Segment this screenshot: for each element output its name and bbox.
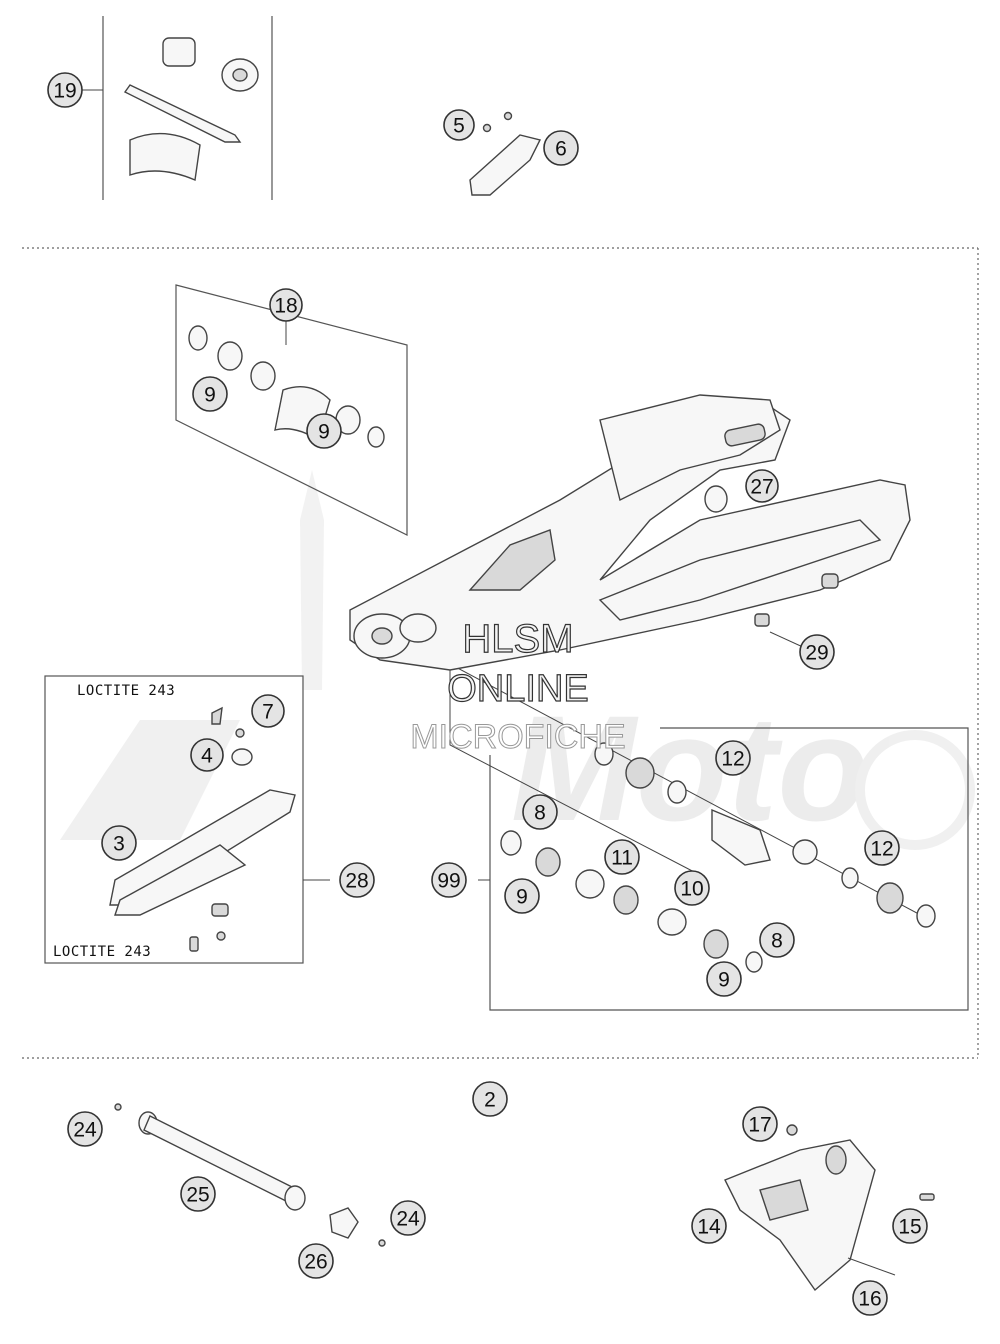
frame-chain-slider bbox=[44, 675, 304, 964]
loctite-note-top: LOCTITE 243 bbox=[77, 683, 175, 699]
svg-text:9: 9 bbox=[718, 969, 730, 992]
callout-16[interactable]: 16 bbox=[852, 1280, 888, 1316]
watermark-line-2: ONLINE bbox=[447, 668, 588, 710]
frame-bushing-kit bbox=[102, 16, 273, 200]
pivot-parts[interactable] bbox=[500, 742, 936, 973]
svg-text:99: 99 bbox=[437, 870, 460, 893]
svg-text:17: 17 bbox=[748, 1114, 771, 1137]
callout-24b[interactable]: 24 bbox=[390, 1200, 426, 1236]
callout-15[interactable]: 15 bbox=[892, 1208, 928, 1244]
svg-text:9: 9 bbox=[204, 384, 216, 407]
callout-3[interactable]: 3 bbox=[101, 825, 137, 861]
chain-guide-plate[interactable] bbox=[469, 111, 542, 196]
callout-11[interactable]: 11 bbox=[604, 839, 640, 875]
callout-19[interactable]: 19 bbox=[47, 72, 83, 108]
watermark-brand-text: Moto bbox=[511, 684, 869, 852]
callout-9a[interactable]: 9 bbox=[192, 376, 228, 412]
callout-18[interactable]: 18 bbox=[269, 288, 303, 322]
callout-26[interactable]: 26 bbox=[298, 1243, 334, 1279]
callout-10[interactable]: 10 bbox=[674, 870, 710, 906]
swingarm-axle[interactable] bbox=[114, 1103, 386, 1247]
callout-17[interactable]: 17 bbox=[742, 1106, 778, 1142]
svg-text:9: 9 bbox=[318, 421, 330, 444]
chain-guide[interactable] bbox=[724, 1124, 935, 1292]
svg-text:3: 3 bbox=[113, 833, 125, 856]
svg-text:10: 10 bbox=[680, 878, 703, 901]
svg-text:24: 24 bbox=[73, 1119, 97, 1142]
svg-text:29: 29 bbox=[805, 642, 828, 665]
callout-28[interactable]: 28 bbox=[339, 862, 375, 898]
svg-text:4: 4 bbox=[201, 745, 213, 768]
bushing-kit-parts[interactable] bbox=[123, 37, 259, 182]
svg-text:7: 7 bbox=[262, 701, 274, 724]
callout-8b[interactable]: 8 bbox=[759, 922, 795, 958]
leader-29 bbox=[769, 631, 806, 649]
background-watermark: Moto bbox=[60, 470, 975, 852]
svg-text:19: 19 bbox=[53, 80, 76, 103]
callout-14[interactable]: 14 bbox=[691, 1208, 727, 1244]
loctite-note-bottom: LOCTITE 243 bbox=[53, 944, 151, 960]
callout-2[interactable]: 2 bbox=[472, 1081, 508, 1117]
svg-text:6: 6 bbox=[555, 138, 567, 161]
bearing-kit-parts[interactable] bbox=[188, 325, 385, 448]
callout-25[interactable]: 25 bbox=[180, 1176, 216, 1212]
svg-text:28: 28 bbox=[345, 870, 368, 893]
callout-99[interactable]: 99 bbox=[431, 862, 467, 898]
svg-text:5: 5 bbox=[453, 115, 465, 138]
svg-text:27: 27 bbox=[750, 476, 773, 499]
svg-text:18: 18 bbox=[274, 295, 297, 318]
svg-text:11: 11 bbox=[611, 847, 633, 870]
callout-12b[interactable]: 12 bbox=[864, 830, 900, 866]
hlsm-watermark: HLSM ONLINE MICROFICHE bbox=[410, 616, 626, 756]
callout-6[interactable]: 6 bbox=[543, 130, 579, 166]
callout-9b[interactable]: 9 bbox=[306, 413, 342, 449]
svg-text:14: 14 bbox=[697, 1216, 721, 1239]
callout-5[interactable]: 5 bbox=[443, 109, 475, 141]
svg-text:15: 15 bbox=[898, 1216, 921, 1239]
callout-7[interactable]: 7 bbox=[251, 694, 285, 728]
svg-text:16: 16 bbox=[858, 1288, 881, 1311]
svg-text:9: 9 bbox=[516, 886, 528, 909]
chain-slider[interactable] bbox=[109, 706, 296, 952]
svg-text:12: 12 bbox=[721, 748, 744, 771]
svg-text:8: 8 bbox=[534, 802, 546, 825]
callout-8a[interactable]: 8 bbox=[522, 794, 558, 830]
svg-text:2: 2 bbox=[484, 1089, 496, 1112]
svg-text:25: 25 bbox=[186, 1184, 209, 1207]
svg-text:24: 24 bbox=[396, 1208, 420, 1231]
callout-24a[interactable]: 24 bbox=[67, 1111, 103, 1147]
callout-4[interactable]: 4 bbox=[190, 738, 224, 772]
callout-27[interactable]: 27 bbox=[745, 469, 779, 503]
svg-text:8: 8 bbox=[771, 930, 783, 953]
callout-9c[interactable]: 9 bbox=[504, 878, 540, 914]
swingarm[interactable] bbox=[349, 394, 911, 671]
frame-bearing-kit bbox=[175, 284, 408, 536]
frame-pivot-parts bbox=[489, 727, 969, 1011]
svg-text:26: 26 bbox=[304, 1251, 327, 1274]
watermark-line-3: MICROFICHE bbox=[410, 718, 625, 756]
callout-12a[interactable]: 12 bbox=[715, 740, 751, 776]
callout-29[interactable]: 29 bbox=[799, 634, 835, 670]
watermark-line-1: HLSM bbox=[462, 617, 573, 661]
callout-9d[interactable]: 9 bbox=[706, 961, 742, 997]
svg-text:12: 12 bbox=[870, 838, 893, 861]
